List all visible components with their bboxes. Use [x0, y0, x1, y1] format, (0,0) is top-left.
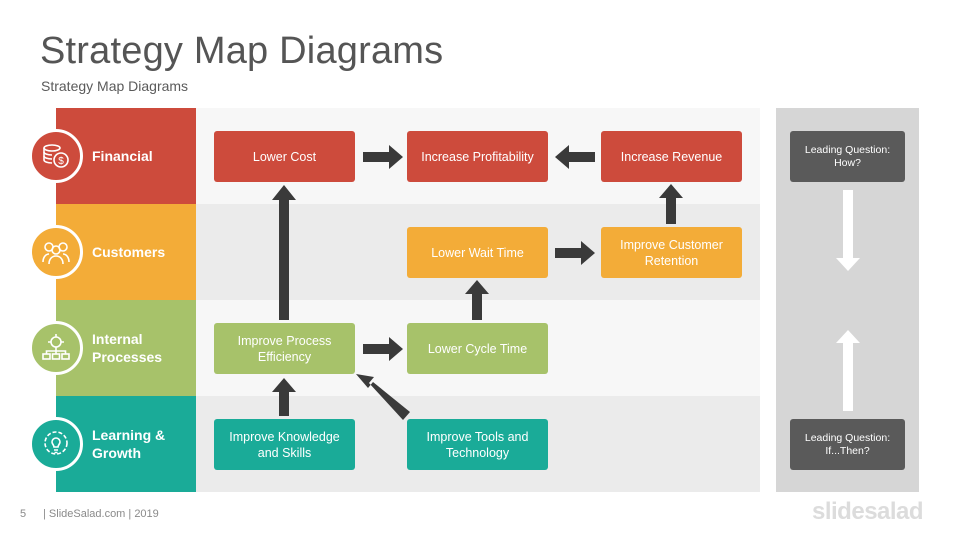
leading-question-how: Leading Question: How? — [790, 131, 905, 182]
arrow-down-how — [836, 190, 860, 271]
footer-credit: | SlideSalad.com | 2019 — [43, 508, 159, 520]
process-gear-icon — [29, 321, 83, 375]
leading-question-if-then: Leading Question: If...Then? — [790, 419, 905, 470]
money-coins-icon: $ — [29, 129, 83, 183]
objective-improve-process-efficiency[interactable]: Improve Process Efficiency — [214, 323, 355, 374]
objective-increase-revenue[interactable]: Increase Revenue — [601, 131, 742, 182]
arrow-cycle-time-to-wait-time — [465, 280, 489, 320]
objective-improve-knowledge-skills[interactable]: Improve Knowledge and Skills — [214, 419, 355, 470]
arrow-retention-to-revenue — [659, 184, 683, 224]
perspective-label: Financial — [92, 148, 153, 164]
arrow-knowledge-to-efficiency — [272, 378, 296, 416]
arrow-up-if-then — [836, 330, 860, 411]
perspective-financial: Financial — [56, 108, 196, 204]
page-title: Strategy Map Diagrams — [40, 30, 444, 72]
lightbulb-gear-icon — [29, 417, 83, 471]
objective-lower-cost[interactable]: Lower Cost — [214, 131, 355, 182]
slidesalad-logo: slidesalad — [812, 498, 924, 525]
perspective-label: Internal Processes — [92, 331, 163, 365]
perspective-label: Customers — [92, 244, 166, 260]
objective-lower-wait-time[interactable]: Lower Wait Time — [407, 227, 548, 278]
perspective-label: Learning & Growth — [92, 427, 166, 461]
svg-text:$: $ — [58, 156, 64, 167]
arrow-lower-cost-to-profitability — [363, 145, 403, 169]
arrow-efficiency-to-lower-cost — [272, 185, 296, 320]
arrow-revenue-to-profitability — [555, 145, 595, 169]
objective-lower-cycle-time[interactable]: Lower Cycle Time — [407, 323, 548, 374]
arrow-efficiency-to-cycle-time — [363, 337, 403, 361]
objective-improve-customer-retention[interactable]: Improve Customer Retention — [601, 227, 742, 278]
page-subtitle: Strategy Map Diagrams — [41, 78, 189, 94]
arrow-wait-time-to-retention — [555, 241, 595, 265]
customers-group-icon — [29, 225, 83, 279]
objective-improve-tools-technology[interactable]: Improve Tools and Technology — [407, 419, 548, 470]
arrow-tools-to-efficiency — [356, 374, 410, 420]
page-number: 5 — [20, 508, 27, 520]
objective-increase-profitability[interactable]: Increase Profitability — [407, 131, 548, 182]
